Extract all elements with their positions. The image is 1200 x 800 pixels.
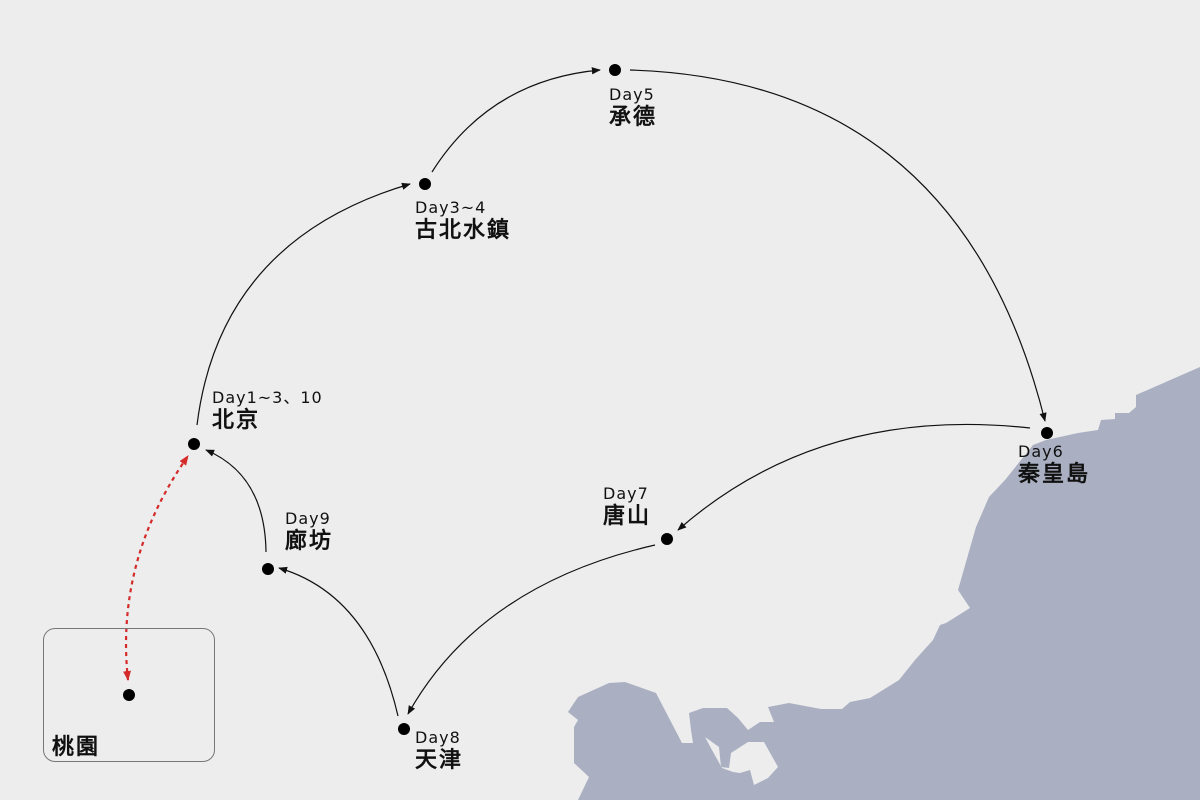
stop-label-gubei: Day3~4 古北水鎮 bbox=[415, 200, 511, 242]
stop-label-tianjin: Day8 天津 bbox=[415, 730, 463, 772]
stop-name: 古北水鎮 bbox=[415, 218, 512, 243]
stop-day: Day1~3、10 bbox=[212, 388, 323, 407]
route-tianjin-langfang bbox=[278, 566, 399, 717]
origin-name: 桃園 bbox=[52, 735, 101, 760]
stop-name: 承德 bbox=[609, 105, 658, 130]
route-qinhuangdao-tangshan bbox=[677, 423, 1031, 531]
stop-label-qinhuangdao: Day6 秦皇島 bbox=[1018, 444, 1090, 486]
stop-dot-tianjin[interactable] bbox=[398, 723, 410, 735]
stop-day: Day9 bbox=[285, 509, 331, 528]
stop-label-langfang: Day9 廊坊 bbox=[285, 511, 333, 553]
stop-label-tangshan: Day7 唐山 bbox=[603, 486, 651, 528]
stop-name: 天津 bbox=[415, 748, 464, 773]
stop-dot-langfang[interactable] bbox=[262, 563, 274, 575]
route-gubei-chengde bbox=[431, 67, 601, 173]
route-beijing-gubei bbox=[196, 182, 411, 426]
route-chengde-qinhuangdao bbox=[629, 69, 1047, 422]
stop-dot-taoyuan[interactable] bbox=[123, 689, 135, 701]
origin-box bbox=[43, 628, 215, 762]
stop-day: Day3~4 bbox=[415, 198, 487, 217]
stop-day: Day5 bbox=[609, 85, 655, 104]
stop-name: 唐山 bbox=[603, 504, 652, 529]
stop-day: Day8 bbox=[415, 728, 461, 747]
stop-dot-gubei[interactable] bbox=[419, 178, 431, 190]
stop-name: 廊坊 bbox=[285, 529, 334, 554]
stop-dot-qinhuangdao[interactable] bbox=[1041, 427, 1053, 439]
stop-label-chengde: Day5 承德 bbox=[609, 87, 657, 129]
stop-dot-chengde[interactable] bbox=[609, 64, 621, 76]
route-tangshan-tianjin bbox=[407, 544, 656, 715]
stop-dot-tangshan[interactable] bbox=[661, 533, 673, 545]
stop-name: 秦皇島 bbox=[1018, 462, 1091, 487]
stop-label-beijing: Day1~3、10 北京 bbox=[212, 390, 323, 432]
land-spit bbox=[705, 737, 778, 785]
sea-bohai bbox=[568, 367, 1200, 800]
stop-name: 北京 bbox=[212, 408, 261, 433]
stop-day: Day7 bbox=[603, 484, 649, 503]
stop-day: Day6 bbox=[1018, 442, 1064, 461]
stop-dot-beijing[interactable] bbox=[188, 438, 200, 450]
route-langfang-beijing bbox=[205, 449, 267, 553]
